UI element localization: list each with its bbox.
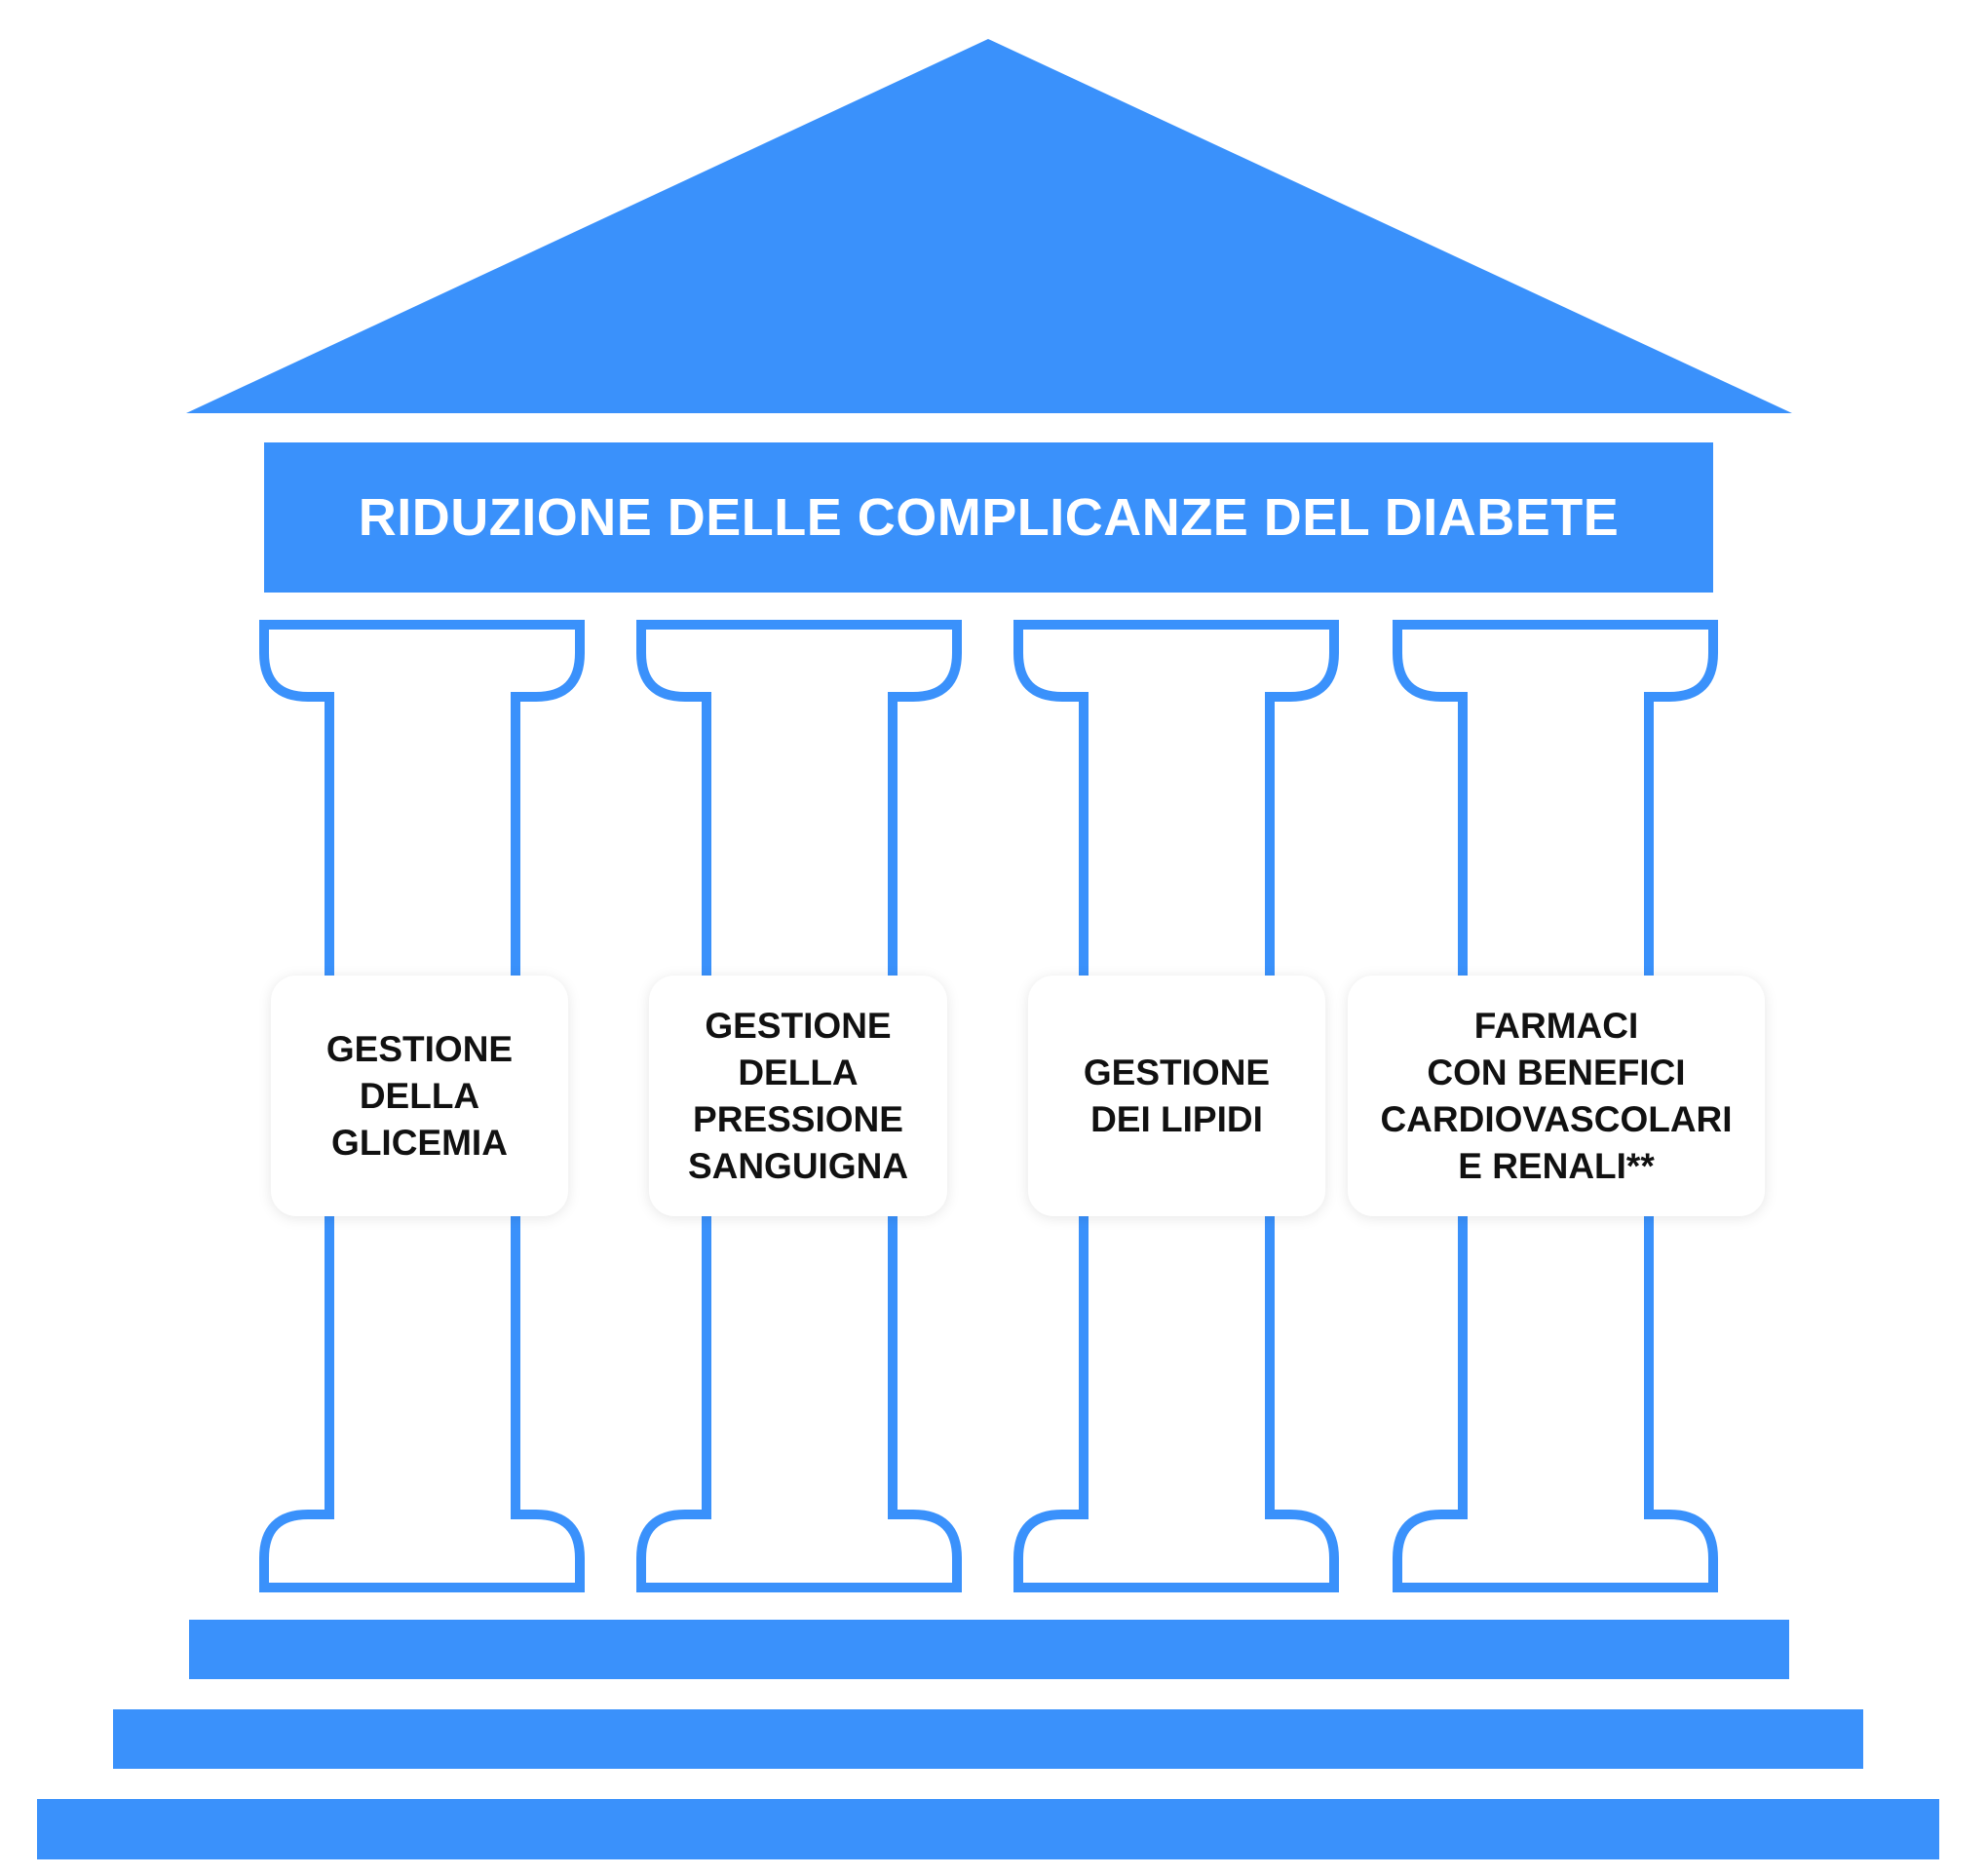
- step-2: [113, 1709, 1863, 1769]
- pillar-label: GESTIONE DELLA GLICEMIA: [325, 1028, 514, 1163]
- pillar-label: FARMACI CON BENEFICI CARDIOVASCOLARI E R…: [1380, 1005, 1733, 1186]
- pillar-label: GESTIONE DEI LIPIDI: [1083, 1052, 1271, 1139]
- step-1: [189, 1620, 1789, 1679]
- architrave-title: RIDUZIONE DELLE COMPLICANZE DEL DIABETE: [264, 442, 1713, 593]
- pillar-card-lipidi: GESTIONE DEI LIPIDI: [1028, 976, 1325, 1216]
- architrave-title-text: RIDUZIONE DELLE COMPLICANZE DEL DIABETE: [358, 488, 1620, 547]
- architrave-band: [264, 442, 1713, 593]
- step-3: [37, 1799, 1939, 1859]
- roof-pediment: [186, 39, 1792, 413]
- pillar-label: GESTIONE DELLA PRESSIONE SANGUIGNA: [687, 1005, 909, 1186]
- pillar-card-pressione: GESTIONE DELLA PRESSIONE SANGUIGNA: [649, 976, 947, 1216]
- pillar-card-farmaci: FARMACI CON BENEFICI CARDIOVASCOLARI E R…: [1348, 976, 1765, 1216]
- pillar-card-glicemia: GESTIONE DELLA GLICEMIA: [271, 976, 568, 1216]
